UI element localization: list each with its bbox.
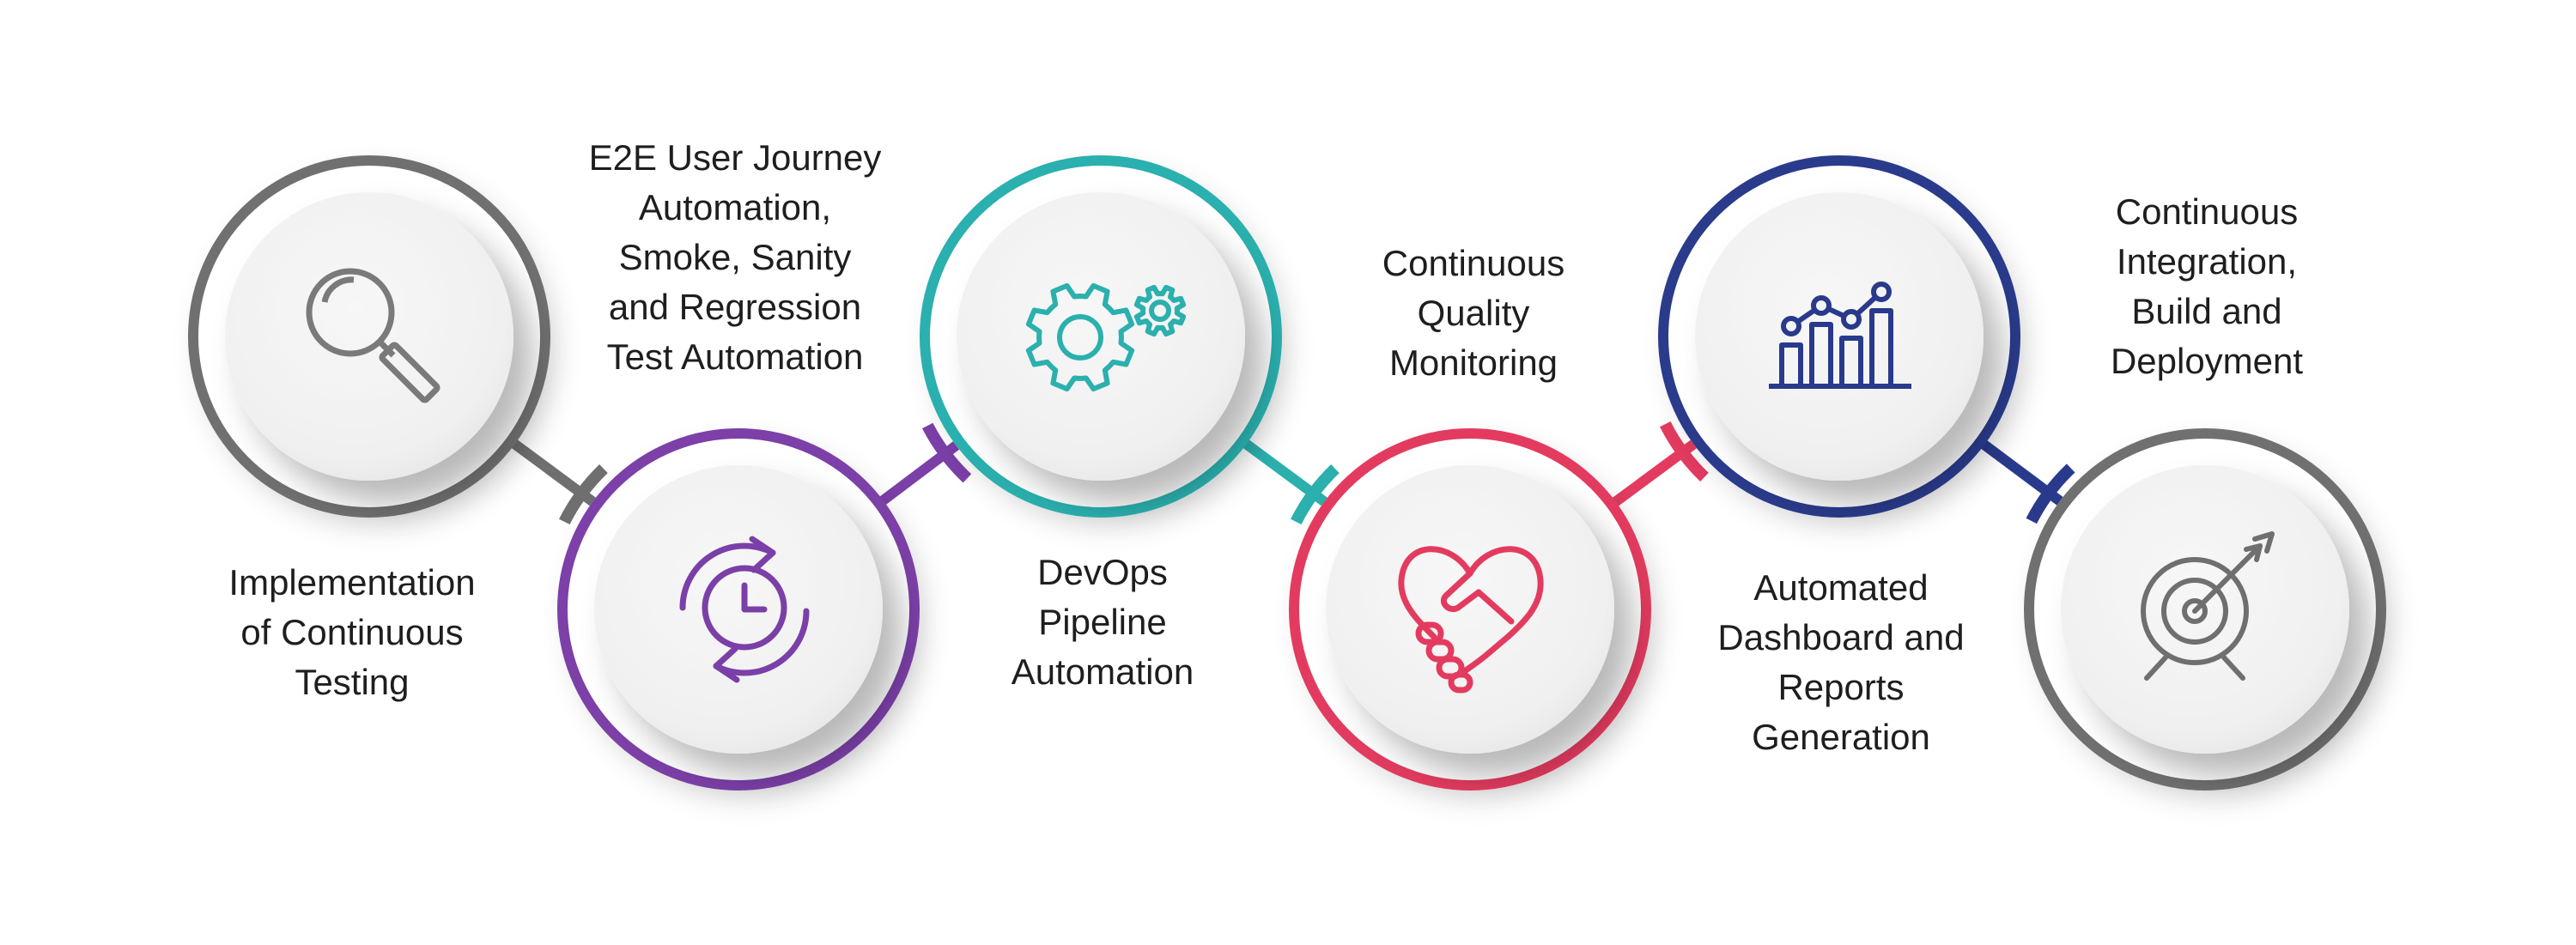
connector-4-5	[1608, 421, 1709, 509]
step-5	[1658, 155, 2020, 518]
step-3-label: DevOps Pipeline Automation	[1011, 552, 1194, 692]
step-1	[188, 155, 550, 518]
connector-3-4	[1239, 437, 1340, 525]
step-5-disc	[1695, 192, 1984, 481]
gears-icon	[1025, 282, 1187, 392]
step-4-disc	[1326, 465, 1614, 754]
target-arrow-icon	[2141, 531, 2275, 681]
step-2-disc	[594, 465, 883, 754]
step-3	[920, 155, 1282, 518]
step-6-label: Continuous Integration, Build and Deploy…	[2110, 191, 2304, 381]
step-1-label: Implementation of Continuous Testing	[228, 562, 476, 702]
handshake-heart-icon	[1398, 546, 1544, 694]
bar-chart-icon	[1769, 282, 1911, 389]
connector-5-6	[1977, 437, 2075, 524]
step-1-disc	[225, 192, 513, 481]
step-2-label: E2E User Journey Automation, Smoke, Sani…	[588, 137, 882, 377]
connector-2-3	[876, 422, 972, 508]
step-4-label: Continuous Quality Monitoring	[1382, 243, 1565, 383]
magnifier-icon	[306, 268, 440, 403]
connector-1-2	[507, 437, 608, 525]
clock-cycle-icon	[679, 536, 810, 683]
step-4	[1289, 428, 1651, 791]
step-6	[2024, 428, 2386, 791]
step-5-label: Automated Dashboard and Reports Generati…	[1717, 567, 1965, 757]
step-2	[557, 428, 920, 791]
